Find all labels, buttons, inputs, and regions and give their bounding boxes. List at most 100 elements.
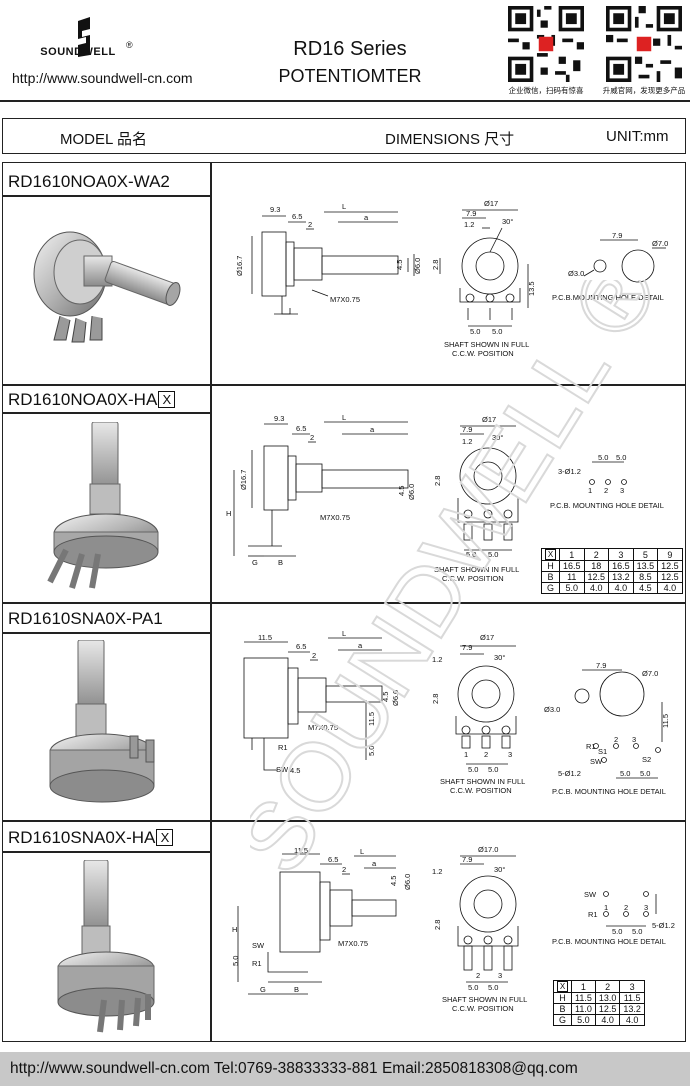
dim-text: 5.0 [466, 550, 476, 559]
dim-text: 5.0 [488, 983, 498, 992]
dimension-drawing-sna-ha: 11.5 6.5 2 L a 4.5 Ø6.0 M7X0.75 H SW R1 … [231, 846, 675, 1013]
table-header: 3 [608, 548, 634, 561]
dim-text: 2 [312, 651, 316, 660]
pin-label: 1 [464, 750, 468, 759]
table-cell: 13.5 [632, 560, 659, 572]
soundwell-logo [78, 17, 90, 57]
dim-text: 7.9 [462, 855, 472, 864]
dim-text: 4.5 [397, 486, 406, 496]
table-cell: 11 [559, 571, 585, 583]
table-cell: 13.2 [619, 1003, 645, 1015]
dim-text: 30° [494, 653, 505, 662]
shaft-note: C.C.W. POSITION [450, 786, 512, 795]
model-name: RD1610NOA0X-WA2 [8, 172, 170, 191]
dim-text: 2 [310, 433, 314, 442]
pcb-detail-label: P.C.B. MOUNTING HOLE DETAIL [552, 937, 666, 946]
pin-label: 1 [588, 486, 592, 495]
table-cell: 11.0 [571, 1003, 596, 1015]
row-divider [2, 602, 686, 604]
footer-contact: http://www.soundwell-cn.com Tel:0769-388… [10, 1060, 578, 1077]
dim-text: Ø6.0 [391, 690, 400, 706]
dim-text: G [260, 985, 266, 994]
pin-label: 3 [644, 903, 648, 912]
model-label-divider [2, 412, 211, 414]
dim-text: 5.0 [632, 927, 642, 936]
dimension-drawing-ha: 9.3 6.5 2 L a Ø16.7 H G B 4.5 Ø6.0 M7X0.… [226, 413, 664, 583]
dim-text: a [370, 425, 375, 434]
dim-text: a [372, 859, 377, 868]
website-qr-code [606, 6, 682, 82]
pin-label: SW [590, 757, 603, 766]
table-cell: 16.5 [608, 560, 634, 572]
dim-text: 6.5 [296, 642, 306, 651]
dim-text: Ø17.0 [478, 846, 498, 854]
dim-text: G [252, 558, 258, 567]
pin-label: SW [276, 765, 289, 774]
website-qr-caption: 升威官网，发现更多产品 [602, 86, 686, 95]
pcb-detail-label: P.C.B. MOUNTING HOLE DETAIL [552, 787, 666, 796]
series-title: RD16 Series [293, 38, 407, 60]
table-cell: 8.5 [632, 571, 659, 583]
column-unit: UNIT:mm [606, 128, 669, 145]
model-name: RD1610SNA0X-PA1 [8, 609, 163, 628]
table-cell: 18 [583, 560, 610, 572]
table-cell: 16.5 [559, 560, 585, 572]
shaft-note: SHAFT SHOWN IN FULL [434, 565, 519, 574]
header-website[interactable]: http://www.soundwell-cn.com [12, 70, 193, 86]
table-header: 1 [559, 548, 585, 561]
dim-text: 7.9 [612, 231, 622, 240]
dim-text: L [342, 202, 346, 211]
table-header: 2 [594, 980, 621, 993]
shaft-note: SHAFT SHOWN IN FULL [444, 340, 529, 349]
table-cell: G [553, 1014, 572, 1026]
dim-text: H [232, 925, 237, 934]
dim-text: 5.0 [468, 765, 478, 774]
pin-label: 2 [484, 750, 488, 759]
variant-x-box: X [557, 981, 568, 992]
table-cell: 5.0 [571, 1014, 596, 1026]
dim-text: B [278, 558, 283, 567]
pin-label: 3 [508, 750, 512, 759]
thread-label: M7X0.75 [308, 723, 338, 732]
dim-text: 5.0 [468, 983, 478, 992]
variant-table: X 1 2 3 H 11.5 13.0 11.5 B 11.0 12.5 13.… [553, 980, 645, 1026]
pin-label: 3 [620, 486, 624, 495]
dim-text: 6.5 [296, 424, 306, 433]
dim-text: 5.0 [616, 453, 626, 462]
dim-text: 7.9 [466, 209, 476, 218]
thread-label: M7X0.75 [320, 513, 350, 522]
table-cell: 12.5 [657, 560, 683, 572]
shaft-note: SHAFT SHOWN IN FULL [442, 995, 527, 1004]
dim-text: 30° [502, 217, 513, 226]
table-cell: 12.5 [583, 571, 610, 583]
column-dimensions: DIMENSIONS 尺寸 [385, 131, 515, 148]
model-variant-box: X [158, 391, 176, 408]
dim-text: 2 [342, 865, 346, 874]
dim-text: 11.5 [258, 633, 272, 642]
table-cell: 11.5 [619, 992, 645, 1004]
dim-text: 6.5 [292, 212, 302, 221]
pin-label: SW [584, 890, 597, 899]
pin-label: R1 [252, 959, 262, 968]
dim-text: 2.8 [431, 260, 440, 270]
dim-text: 2.8 [433, 476, 442, 486]
dim-text: Ø17 [482, 415, 496, 424]
shaft-note: SHAFT SHOWN IN FULL [440, 777, 525, 786]
dim-text: 7.9 [596, 661, 606, 670]
dim-text: a [358, 641, 363, 650]
pin-label: 2 [624, 903, 628, 912]
product-image-sna-ha [57, 860, 155, 1033]
table-cell: H [541, 560, 560, 572]
pin-label: S2 [642, 755, 651, 764]
dim-text: 1.2 [462, 437, 472, 446]
dim-text: 1.2 [464, 220, 474, 229]
table-cell: 12.5 [657, 571, 683, 583]
row-divider [2, 820, 686, 822]
dim-text: Ø17 [480, 633, 494, 642]
table-header: 2 [583, 548, 610, 561]
table-cell: B [553, 1003, 572, 1015]
product-image-ha [47, 422, 159, 589]
dim-text: 4.5 [389, 876, 398, 886]
dim-text: 5.0 [488, 765, 498, 774]
dim-text: 5.0 [620, 769, 630, 778]
